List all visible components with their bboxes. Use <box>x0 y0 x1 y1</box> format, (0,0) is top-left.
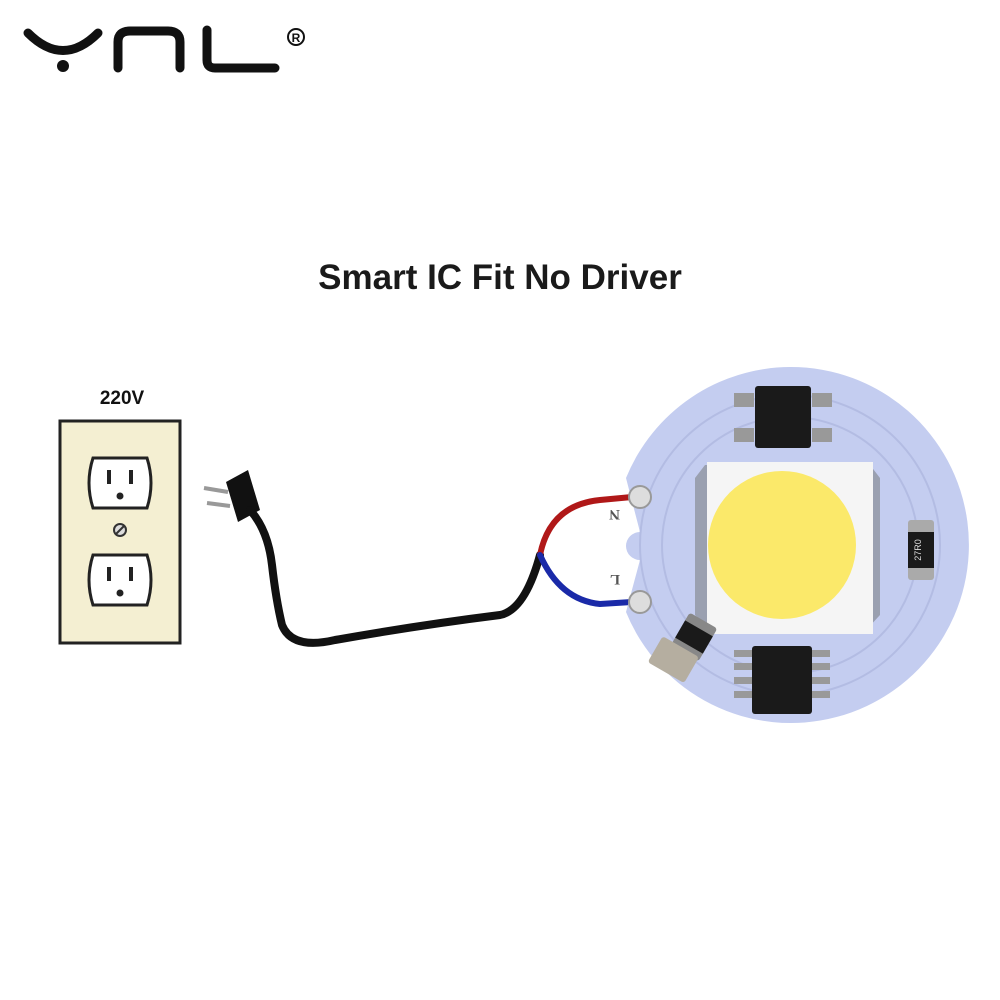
screw-icon <box>113 523 127 537</box>
terminal-l-pad <box>628 590 652 614</box>
smd-components <box>648 613 717 683</box>
cob-led <box>695 462 880 634</box>
svg-text:27R0: 27R0 <box>913 539 923 561</box>
ynl-logo <box>23 25 280 73</box>
resistor-27r0: 27R0 <box>908 520 934 580</box>
voltage-label: 220V <box>99 388 145 409</box>
terminal-l-label: L <box>610 571 620 587</box>
ic-chip-bottom <box>734 646 830 714</box>
power-cord <box>246 506 544 647</box>
receptacle-bottom <box>87 553 153 607</box>
terminal-n-pad <box>628 485 652 509</box>
receptacle-top <box>87 456 153 510</box>
wire-l <box>537 552 635 608</box>
terminal-n-label: N <box>609 506 620 522</box>
wire-n <box>537 494 635 558</box>
ic-chip-top <box>734 386 832 448</box>
wall-outlet <box>58 419 182 645</box>
headline: Smart IC Fit No Driver <box>318 258 682 297</box>
svg-text:R: R <box>292 31 301 45</box>
registered-icon: R <box>287 28 305 46</box>
led-pcb-board: 27R0 N L <box>609 366 969 723</box>
logo-dot <box>57 60 69 72</box>
